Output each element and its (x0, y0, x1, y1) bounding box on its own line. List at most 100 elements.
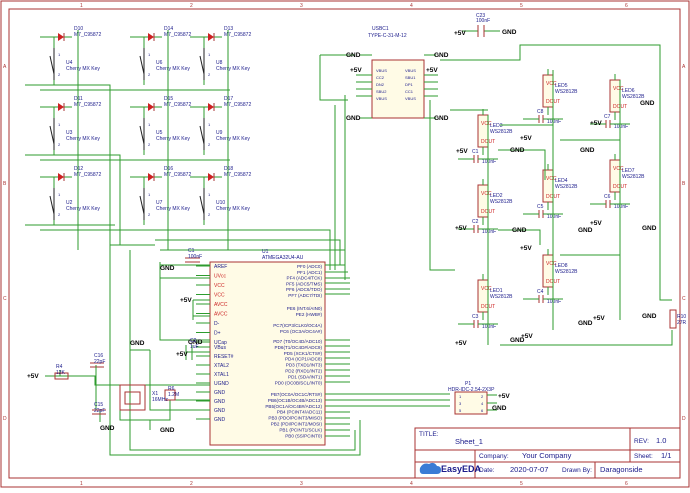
row-marker: B (682, 181, 686, 187)
led-ref: LED2 (490, 193, 503, 199)
switch-pin-2: 2 (208, 142, 211, 147)
led-part: WS2812B (622, 174, 645, 180)
mcu-pin-left: AVCC (214, 302, 228, 308)
switch-pin-1: 1 (58, 122, 61, 127)
mcu-pin-left: RESET# (214, 354, 234, 360)
led-pin-label: VCC (481, 286, 492, 292)
gnd-label: GND (512, 227, 527, 234)
led-cap-value: 100nF (482, 159, 496, 165)
mcu-pin-right: PD4 (ICP1/ADC8) (285, 357, 322, 362)
switch-pin-2: 2 (148, 72, 151, 77)
column-marker: 1 (80, 481, 83, 487)
led-cap-ref: C3 (472, 314, 479, 320)
led-part: WS2812B (555, 269, 578, 275)
usb-pin: VBUS (405, 96, 416, 101)
part-ref: C2 (190, 338, 197, 344)
mcu-pin-right: PB0 (SS/PCINT0) (285, 433, 322, 438)
diode-part: M7_C95872 (164, 102, 191, 108)
led-part: WS2812B (555, 184, 578, 190)
mcu-pin-left: AREF (214, 264, 227, 270)
vcc-label: +5V (521, 333, 533, 340)
vcc-label: +5V (520, 135, 532, 142)
led-part: WS2812B (555, 89, 578, 95)
led-cap-ref: C4 (537, 289, 544, 295)
mcu-left-pins: AREFUVccVCCVCCAVCCAVCCD-D+UCapVBusRESET#… (196, 264, 234, 423)
gnd-label: GND (578, 320, 593, 327)
switch-pin-2: 2 (208, 212, 211, 217)
gnd-label: GND (346, 115, 361, 122)
column-marker: 5 (520, 3, 523, 9)
led-ref: LED1 (490, 288, 503, 294)
mcu-pin-right: PD1 (SDA/INT1) (288, 374, 322, 379)
mcu-pin-right: PC6 (OC3A/OC4A#) (280, 329, 323, 334)
vcc-label: +5V (520, 245, 532, 252)
led-pin-label: VCC (613, 86, 624, 92)
usb-pin: CC1 (405, 89, 414, 94)
switch-pin-1: 1 (208, 192, 211, 197)
sheet-title: Sheet_1 (455, 437, 483, 446)
diode-part: M7_C95872 (164, 32, 191, 38)
led-cap-value: 100nF (482, 324, 496, 330)
mcu-pin-right: PD7 (T0/OC4D/ADC10) (273, 339, 322, 344)
part-value: 1.2M (168, 392, 179, 398)
gnd-label: GND (510, 147, 525, 154)
mcu-pin-right: PB6(OC1B/OC4B/ADC13) (268, 398, 323, 403)
usb-part: TYPE-C-31-M-12 (368, 33, 407, 39)
row-marker: A (3, 64, 7, 70)
led-cap-ref: C8 (537, 109, 544, 115)
sheet-value: 1/1 (661, 451, 671, 460)
title-label: TITLE: (419, 431, 439, 438)
gnd-label: GND (492, 405, 507, 412)
gnd-label: GND (578, 227, 593, 234)
switch-ref: U5 (156, 130, 163, 136)
switch-part: Cherry MX Key (156, 66, 190, 72)
mcu-pin-right: PE6 (INT.6/AIN0) (287, 306, 323, 311)
mcu-pin-right: PB3 (PDO/PCINT3/MISO) (268, 416, 322, 421)
easyeda-logo: EasyEDA (419, 462, 482, 474)
vcc-label: +5V (426, 67, 438, 74)
led-ref: LED6 (622, 88, 635, 94)
switch-part: Cherry MX Key (66, 66, 100, 72)
switch-ref: U8 (216, 60, 223, 66)
diode-ref: D11 (74, 96, 83, 102)
usb-connector: USBC1 TYPE-C-31-M-12 VBUSCC2DN2SBU2VBUSV… (356, 26, 438, 119)
mcu-pin-right: PC7(ICP3/CLK0/OC4A) (273, 323, 322, 328)
column-marker: 6 (625, 481, 628, 487)
diode-ref: D17 (224, 96, 233, 102)
led-pin-label: VCC (546, 81, 557, 87)
switch-pin-2: 2 (208, 72, 211, 77)
header-pin: 3 (459, 401, 462, 406)
part-ref: C1 (188, 248, 195, 254)
diode-part: M7_C95872 (74, 32, 101, 38)
led-part: WS2812B (490, 129, 513, 135)
mcu-pin-left: UGND (214, 381, 229, 387)
part-ref: C16 (94, 353, 103, 359)
diode-symbol (148, 173, 154, 181)
mcu-pin-left: XTAL1 (214, 372, 229, 378)
company-value: Your Company (522, 451, 572, 460)
led-part: WS2812B (490, 294, 513, 300)
r10-value: 27R (677, 320, 687, 326)
switch-part: Cherry MX Key (216, 66, 250, 72)
mcu-pin-right: PB1 (PCINT1/SCLK) (279, 427, 322, 432)
gnd-label: GND (100, 425, 115, 432)
rev-value: 1.0 (656, 436, 666, 445)
diode-part: M7_C95872 (224, 172, 251, 178)
vcc-label: +5V (455, 340, 467, 347)
part-ref: C15 (94, 402, 103, 408)
company-label: Company: (479, 453, 509, 460)
row-marker: D (3, 416, 7, 422)
row-marker: C (682, 296, 686, 302)
switch-pin-1: 1 (208, 122, 211, 127)
switch-part: Cherry MX Key (66, 136, 100, 142)
led-pin-label: VCC (481, 191, 492, 197)
mcu-pin-left: GND (214, 408, 226, 414)
